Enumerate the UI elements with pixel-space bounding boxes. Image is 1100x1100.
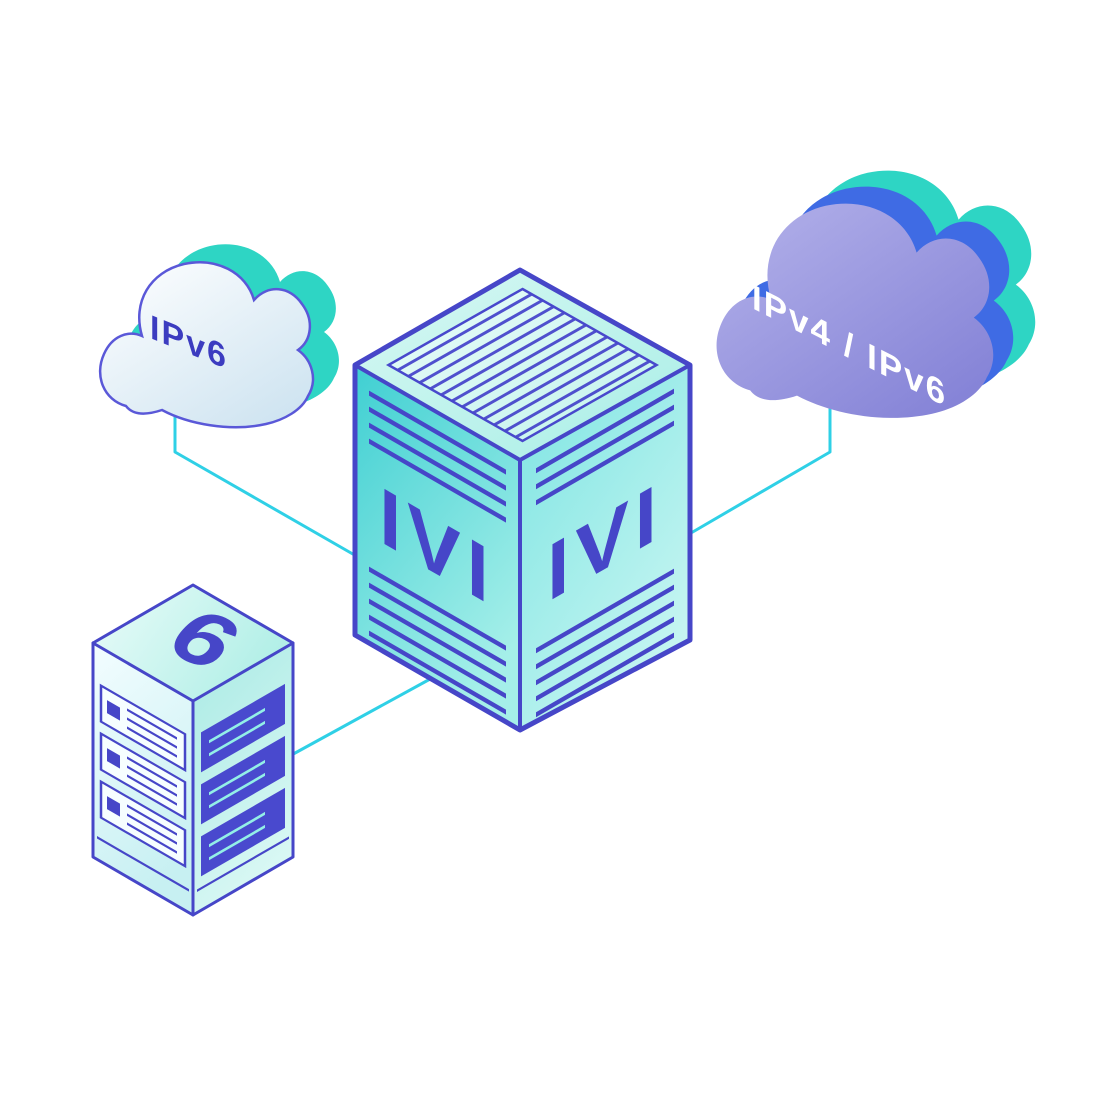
left-face-stripes (369, 390, 506, 715)
connector-dual-stack-cloud-to-translator (690, 406, 832, 535)
top-face-stripes (385, 287, 660, 443)
connector-server-to-translator (285, 676, 433, 760)
ipv6-server-node: 6 (91, 583, 295, 917)
server-rack-icon (91, 583, 295, 917)
right-face-stripes (536, 388, 674, 718)
dual-stack-cloud-node: IPv4 / IPv6 (716, 170, 1036, 418)
translator-box-icon: IVI IVI (352, 267, 693, 733)
server-drive-bays-left (97, 683, 189, 892)
ipv6-cloud-node: IPv6 (98, 244, 339, 429)
server-drive-bays-right (197, 683, 289, 892)
ivi-translator-node: IVI IVI (352, 267, 693, 733)
